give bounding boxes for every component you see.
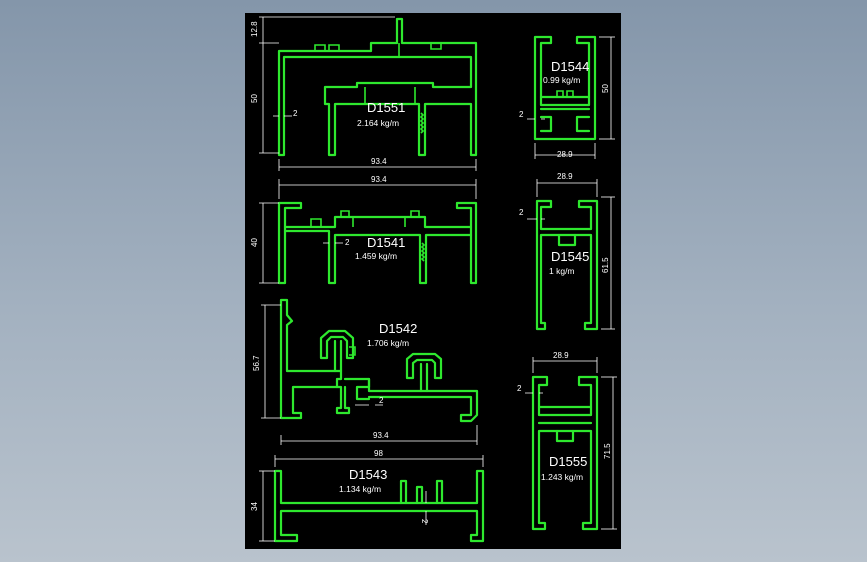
dims-d1542: 56.7 93.4 2 D1542 1.706 kg/m: [252, 304, 478, 445]
dim-d1543-width: 98: [374, 449, 383, 458]
dim-d1543-height: 34: [250, 502, 259, 511]
dim-d1541-wall: 2: [345, 238, 350, 247]
code-d1551: D1551: [367, 100, 405, 115]
dim-d1545-width: 28.9: [557, 172, 573, 181]
weight-d1542: 1.706 kg/m: [367, 338, 409, 348]
code-d1541: D1541: [367, 235, 405, 250]
dims-d1555: 28.9 71.5 2 D1555 1.243 kg/m: [517, 351, 617, 530]
dim-d1555-height: 71.5: [603, 443, 612, 459]
dim-d1551-height: 50: [250, 94, 259, 103]
code-d1543: D1543: [349, 467, 387, 482]
profile-d1543: [273, 469, 485, 543]
dim-d1542-width: 93.4: [373, 431, 389, 440]
profile-d1551: [277, 17, 478, 157]
code-d1555: D1555: [549, 454, 587, 469]
dim-d1542-height: 56.7: [252, 355, 261, 371]
weight-d1543: 1.134 kg/m: [339, 484, 381, 494]
dim-d1542-wall: 2: [379, 396, 384, 405]
dim-d1544-wall: 2: [519, 110, 524, 119]
code-d1542: D1542: [379, 321, 417, 336]
weight-d1551: 2.164 kg/m: [357, 118, 399, 128]
dim-d1544-height: 50: [601, 84, 610, 93]
dim-d1545-height: 61.5: [601, 257, 610, 273]
dim-d1541-height: 40: [250, 238, 259, 247]
dim-d1543-wall: 2: [420, 519, 429, 524]
profile-d1542: [279, 298, 479, 423]
profile-d1545: [535, 199, 599, 331]
weight-d1544: 0.99 kg/m: [543, 75, 580, 85]
code-d1544: D1544: [551, 59, 589, 74]
dim-d1551-width: 93.4: [371, 157, 387, 166]
drawing-sheet: 12.8 50 93.4 2 D1551 2.164 kg/m 93.4 40 …: [245, 13, 621, 549]
dims-d1543: 98 34 2 D1543 1.134 kg/m: [250, 449, 484, 542]
dim-d1555-wall: 2: [517, 384, 522, 393]
code-d1545: D1545: [551, 249, 589, 264]
dim-d1544-width: 28.9: [557, 150, 573, 159]
weight-d1545: 1 kg/m: [549, 266, 575, 276]
dims-d1544: 50 28.9 2 D1544 0.99 kg/m: [519, 36, 615, 159]
weight-d1555: 1.243 kg/m: [541, 472, 583, 482]
dim-d1541-width: 93.4: [371, 175, 387, 184]
dim-d1551-wall: 2: [293, 109, 298, 118]
profile-d1555: [531, 375, 599, 531]
dims-d1541: 93.4 40 2 D1541 1.459 kg/m: [250, 175, 477, 284]
dim-d1545-wall: 2: [519, 208, 524, 217]
dim-d1555-width: 28.9: [553, 351, 569, 360]
weight-d1541: 1.459 kg/m: [355, 251, 397, 261]
dims-d1545: 28.9 61.5 2 D1545 1 kg/m: [519, 172, 615, 330]
profile-d1544: [533, 35, 597, 141]
dim-d1551-top: 12.8: [250, 21, 259, 37]
dims-d1551: 12.8 50 93.4 2 D1551 2.164 kg/m: [250, 16, 477, 171]
